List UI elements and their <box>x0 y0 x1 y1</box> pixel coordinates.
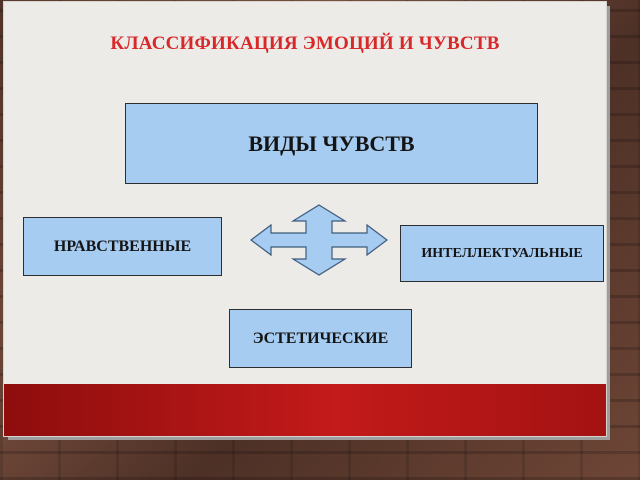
aesthetic-feelings-label: ЭСТЕТИЧЕСКИЕ <box>252 329 389 347</box>
intellectual-feelings-label: ИНТЕЛЛЕКТУАЛЬНЫЕ <box>421 245 583 261</box>
four-way-arrow-shape <box>250 204 388 276</box>
main-concept-box: ВИДЫ ЧУВСТВ <box>125 103 538 184</box>
moral-feelings-label: НРАВСТВЕННЫЕ <box>53 237 192 255</box>
main-concept-label: ВИДЫ ЧУВСТВ <box>248 130 415 156</box>
aesthetic-feelings-box: ЭСТЕТИЧЕСКИЕ <box>229 309 412 368</box>
slide-title: КЛАССИФИКАЦИЯ ЭМОЦИЙ И ЧУВСТВ <box>110 33 500 54</box>
four-way-arrow-icon <box>250 204 388 276</box>
intellectual-feelings-box: ИНТЕЛЛЕКТУАЛЬНЫЕ <box>400 225 604 282</box>
slide: КЛАССИФИКАЦИЯ ЭМОЦИЙ И ЧУВСТВ ВИДЫ ЧУВСТ… <box>4 2 606 436</box>
bottom-banner <box>4 384 606 436</box>
moral-feelings-box: НРАВСТВЕННЫЕ <box>23 217 222 276</box>
